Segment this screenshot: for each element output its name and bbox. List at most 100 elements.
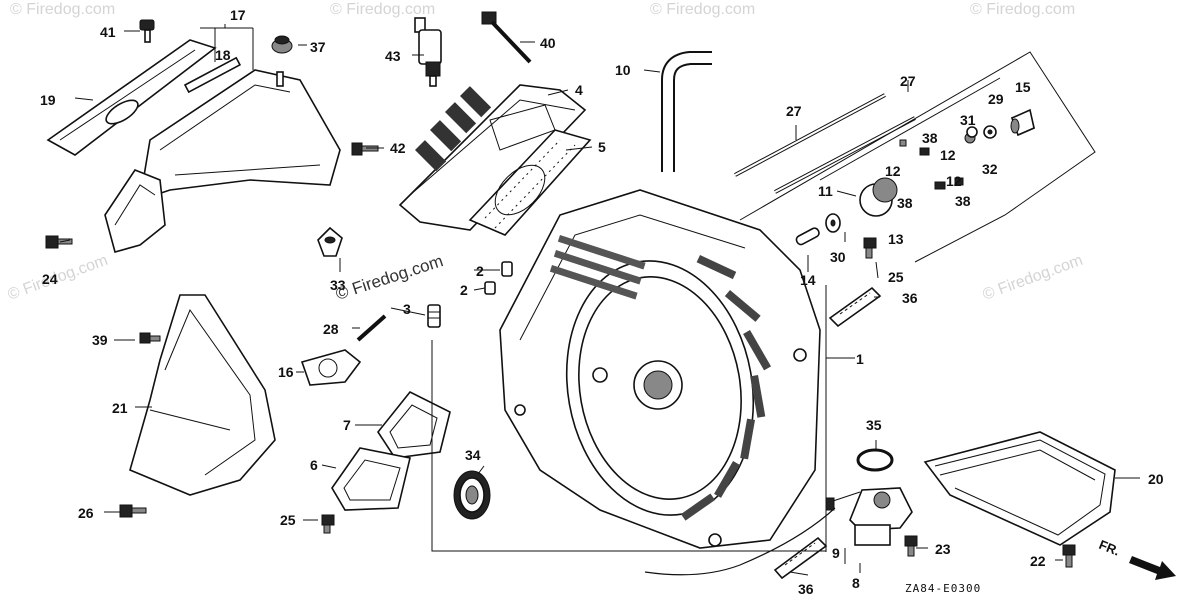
direction-label: FR.: [1097, 537, 1122, 559]
callout-33: 33: [330, 277, 346, 293]
callout-34: 34: [465, 447, 481, 463]
callout-7: 7: [343, 417, 351, 433]
callout-41: 41: [100, 24, 116, 40]
part-17-fan-cover: [138, 56, 341, 202]
part-18-rod: [183, 56, 242, 94]
part-14-pin: [795, 227, 820, 246]
part-39-bolt: [139, 332, 161, 344]
callout-10: 10: [615, 62, 631, 78]
callout-23: 23: [935, 541, 951, 557]
callout-42: 42: [390, 140, 406, 156]
callout-13: 13: [888, 231, 904, 247]
part-31-washer: [966, 126, 978, 138]
part-26-bolt: [119, 504, 147, 518]
callout-35: 35: [866, 417, 882, 433]
watermark: © Firedog.com: [6, 252, 111, 304]
callout-5: 5: [598, 139, 606, 155]
watermark: © Firedog.com: [10, 1, 115, 18]
callout-6: 6: [310, 457, 318, 473]
part-28-stud: [356, 314, 387, 342]
callout-19: 19: [40, 92, 56, 108]
part-23-bolt: [904, 535, 918, 557]
part-33-grommet: [317, 226, 343, 257]
callout-26: 26: [78, 505, 94, 521]
part-40-long-bolt: [481, 11, 532, 64]
callout-16: 16: [278, 364, 294, 380]
callout-43: 43: [385, 48, 401, 64]
front-direction-indicator: FR.: [1097, 537, 1176, 580]
callout-3: 3: [403, 301, 411, 317]
callout-31: 31: [960, 112, 976, 128]
part-20-cover-plate: [923, 431, 1116, 546]
callout-4: 4: [575, 82, 583, 98]
part-25-bolt: [321, 514, 335, 534]
callout-36: 36: [902, 290, 918, 306]
callout-9: 9: [832, 545, 840, 561]
part-37-nut: [271, 35, 293, 54]
callout-38: 38: [922, 130, 938, 146]
callout-numbers: 1 2 2 3 4 5 6 7 8 9 10 11 12 12 12 13 14…: [40, 7, 1164, 597]
watermark: © Firedog.com: [330, 1, 435, 18]
callout-38: 38: [897, 195, 913, 211]
callout-1: 1: [856, 351, 864, 367]
callout-38: 38: [955, 193, 971, 209]
part-10-breather-tube: [661, 51, 712, 172]
callout-24: 24: [42, 271, 58, 287]
part-2-dowel: [501, 261, 513, 277]
callout-25: 25: [888, 269, 904, 285]
arrow-icon: [1129, 556, 1176, 580]
part-1-crankcase: [499, 189, 821, 549]
callout-18: 18: [215, 47, 231, 63]
watermark: © Firedog.com: [981, 252, 1086, 304]
callout-40: 40: [540, 35, 556, 51]
callout-28: 28: [323, 321, 339, 337]
part-3-fitting: [427, 304, 441, 328]
watermark: © Firedog.com: [970, 1, 1075, 18]
callout-12: 12: [885, 163, 901, 179]
part-7-gasket: [377, 390, 451, 459]
part-22-bolt: [1062, 544, 1076, 568]
part-34-oil-seal: [453, 470, 491, 520]
part-41-screw: [139, 19, 155, 43]
callout-8: 8: [852, 575, 860, 591]
callout-17: 17: [230, 7, 246, 23]
part-27-rods: [734, 93, 916, 194]
callout-12: 12: [940, 147, 956, 163]
callout-2: 2: [460, 282, 468, 298]
part-8-oil-alert-unit: [644, 487, 913, 576]
callout-20: 20: [1148, 471, 1164, 487]
callout-12: 12: [946, 173, 962, 189]
callout-39: 39: [92, 332, 108, 348]
brand-watermark: © Firedog.com: [333, 251, 445, 304]
callout-11: 11: [818, 183, 833, 199]
part-2-dowel: [484, 281, 496, 295]
callout-36: 36: [798, 581, 814, 597]
part-43-spark-plug: [414, 17, 442, 87]
callout-14: 14: [800, 272, 816, 288]
part-16-gasket: [300, 349, 362, 386]
part-air-guide: [104, 169, 166, 253]
callout-21: 21: [112, 400, 128, 416]
part-21-side-cover: [129, 294, 276, 496]
callout-32: 32: [982, 161, 998, 177]
callout-29: 29: [988, 91, 1004, 107]
part-36-plate: [828, 286, 882, 328]
callout-27: 27: [900, 73, 916, 89]
callout-15: 15: [1015, 79, 1031, 95]
part-30-washer: [825, 213, 841, 233]
part-19-shroud-strip: [46, 39, 217, 156]
part-42-bolt: [351, 142, 379, 156]
callout-37: 37: [310, 39, 326, 55]
callout-2: 2: [476, 263, 484, 279]
callout-27: 27: [786, 103, 802, 119]
part-24-bolt: [45, 235, 73, 249]
diagram-code: ZA84-E0300: [905, 582, 981, 595]
part-25-bolt: [863, 237, 877, 259]
callout-22: 22: [1030, 553, 1046, 569]
part-6-cover: [331, 447, 411, 511]
watermark: © Firedog.com: [650, 1, 755, 18]
callout-25: 25: [280, 512, 296, 528]
part-11-governor-assembly: [739, 51, 1096, 263]
part-35-o-ring: [856, 448, 894, 472]
